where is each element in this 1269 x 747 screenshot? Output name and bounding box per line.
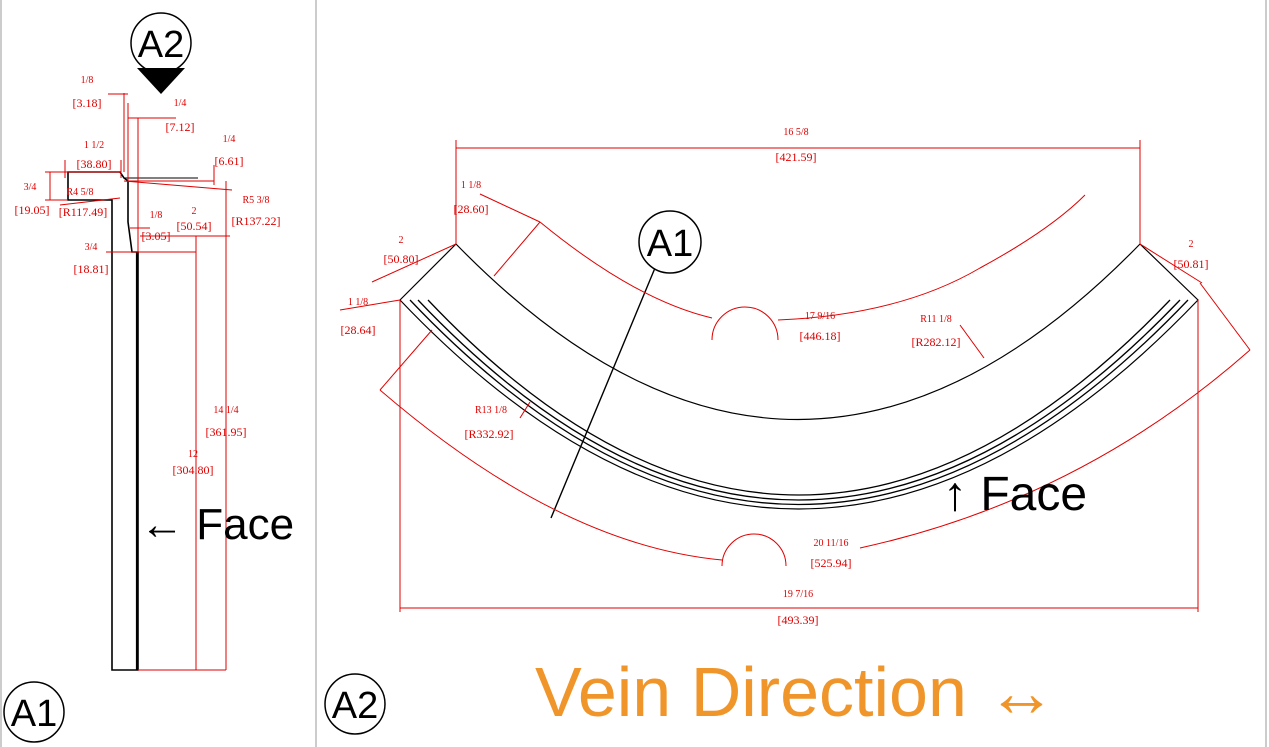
svg-text:[421.59]: [421.59] — [776, 150, 817, 164]
svg-text:R11 1/8: R11 1/8 — [920, 314, 952, 325]
svg-text:1 1/2: 1 1/2 — [84, 140, 104, 151]
svg-text:[3.18]: [3.18] — [73, 96, 102, 110]
svg-text:[525.94]: [525.94] — [811, 556, 852, 570]
a2-section-cut-line — [550, 267, 656, 519]
a1-view-label: A1 — [11, 693, 57, 735]
a1-dim-r4-5-8: R4 5/8 [R117.49] — [59, 187, 108, 219]
svg-text:R13 1/8: R13 1/8 — [475, 405, 507, 416]
svg-text:[R332.92]: [R332.92] — [465, 427, 514, 441]
a2-dim-r13-1-8: R13 1/8 [R332.92] — [465, 405, 514, 441]
a2-dim-1-1-8-top: 1 1/8 [28.60] — [454, 180, 489, 216]
face-label-left: ← Face — [140, 500, 294, 549]
svg-text:[50.80]: [50.80] — [384, 252, 419, 266]
svg-text:[38.80]: [38.80] — [77, 157, 112, 171]
svg-text:1/8: 1/8 — [150, 210, 163, 221]
a2-dim-2-right: 2 [50.81] — [1174, 239, 1209, 271]
svg-text:1/8: 1/8 — [81, 75, 94, 86]
a1-section-view: A2 1/8 [3.18] 1/4 [7.12] 1/4 [6.61] 1 1/… — [3, 12, 294, 743]
a2-edge-line-1 — [409, 299, 1189, 506]
a1-dim-1-1-2: 1 1/2 [38.80] — [77, 140, 112, 171]
a2-dim-16-5-8: 16 5/8 [421.59] — [776, 127, 817, 164]
svg-text:[R117.49]: [R117.49] — [59, 205, 108, 219]
a2-edge-line-3 — [427, 299, 1171, 496]
svg-text:[28.64]: [28.64] — [341, 323, 376, 337]
svg-text:[19.05]: [19.05] — [15, 203, 50, 217]
a2-dim-19-7-16: 19 7/16 [493.39] — [778, 589, 819, 627]
svg-text:3/4: 3/4 — [85, 242, 98, 253]
svg-text:[304.80]: [304.80] — [173, 463, 214, 477]
a1-marker-label: A1 — [647, 223, 693, 265]
svg-text:[3.05]: [3.05] — [142, 229, 171, 243]
svg-text:[50.81]: [50.81] — [1174, 257, 1209, 271]
svg-text:[493.39]: [493.39] — [778, 613, 819, 627]
a1-dim-1-4-top: 1/4 [7.12] — [166, 98, 195, 134]
svg-text:R5 3/8: R5 3/8 — [243, 195, 270, 206]
svg-text:20 11/16: 20 11/16 — [814, 538, 849, 549]
a2-dim-r11-1-8: R11 1/8 [R282.12] — [912, 314, 961, 349]
a2-dim-20-11-16: 20 11/16 [525.94] — [811, 538, 852, 570]
svg-text:2: 2 — [192, 206, 197, 217]
svg-text:16 5/8: 16 5/8 — [783, 127, 808, 138]
svg-text:3/4: 3/4 — [24, 182, 37, 193]
a2-dim-17-9-16: 17 9/16 [446.18] — [800, 311, 841, 343]
svg-text:1/4: 1/4 — [174, 98, 187, 109]
svg-text:1 1/8: 1 1/8 — [348, 297, 368, 308]
a2-plan-view: A1 — [324, 127, 1251, 735]
a2-dim-1-1-8-left: 1 1/8 [28.64] — [341, 297, 376, 337]
a1-dim-1-8-mid: 1/8 [3.05] — [142, 210, 171, 243]
a1-dimension-lines — [45, 93, 233, 671]
vein-direction-label: Vein Direction ↔ — [535, 653, 1056, 731]
a1-dim-14-1-4: 14 1/4 [361.95] — [206, 405, 247, 439]
a1-dim-r5-3-8: R5 3/8 [R137.22] — [232, 195, 281, 228]
a1-dim-12: 12 [304.80] — [173, 449, 214, 477]
a2-marker-label: A2 — [138, 24, 184, 66]
a1-dim-1-8-top: 1/8 [3.18] — [73, 75, 102, 110]
a1-dim-3-4-left: 3/4 [19.05] — [15, 182, 50, 217]
a2-dim-2-left: 2 [50.80] — [384, 235, 419, 266]
svg-text:R4 5/8: R4 5/8 — [67, 187, 94, 198]
svg-text:17 9/16: 17 9/16 — [805, 311, 835, 322]
a1-profile-outline — [67, 171, 139, 671]
svg-text:[6.61]: [6.61] — [215, 154, 244, 168]
svg-text:2: 2 — [399, 235, 404, 246]
svg-text:[446.18]: [446.18] — [800, 329, 841, 343]
svg-text:14 1/4: 14 1/4 — [213, 405, 238, 416]
svg-text:1 1/8: 1 1/8 — [461, 180, 481, 191]
a2-dimension-lines — [339, 140, 1251, 612]
a1-view-bubble: A1 — [3, 681, 65, 743]
svg-text:1/4: 1/4 — [223, 134, 236, 145]
svg-text:19 7/16: 19 7/16 — [783, 589, 813, 600]
svg-text:[50.54]: [50.54] — [177, 219, 212, 233]
svg-text:12: 12 — [188, 449, 198, 460]
a2-view-bubble: A2 — [324, 673, 386, 735]
face-label-right: ↑ Face — [943, 468, 1087, 521]
a2-stone-outline — [399, 243, 1199, 510]
svg-text:[R282.12]: [R282.12] — [912, 335, 961, 349]
svg-text:[R137.22]: [R137.22] — [232, 214, 281, 228]
svg-text:2: 2 — [1189, 239, 1194, 250]
svg-text:[28.60]: [28.60] — [454, 202, 489, 216]
a1-dim-3-4-low: 3/4 [18.81] — [74, 242, 109, 276]
a2-edge-line-2 — [417, 299, 1181, 501]
a1-section-marker: A1 — [638, 210, 702, 274]
a2-view-label: A2 — [332, 685, 378, 727]
a2-section-marker: A2 — [130, 12, 192, 94]
svg-text:[361.95]: [361.95] — [206, 425, 247, 439]
a1-dim-1-4-right: 1/4 [6.61] — [215, 134, 244, 168]
a1-dim-2: 2 [50.54] — [177, 206, 212, 233]
svg-text:[7.12]: [7.12] — [166, 120, 195, 134]
svg-text:[18.81]: [18.81] — [74, 262, 109, 276]
